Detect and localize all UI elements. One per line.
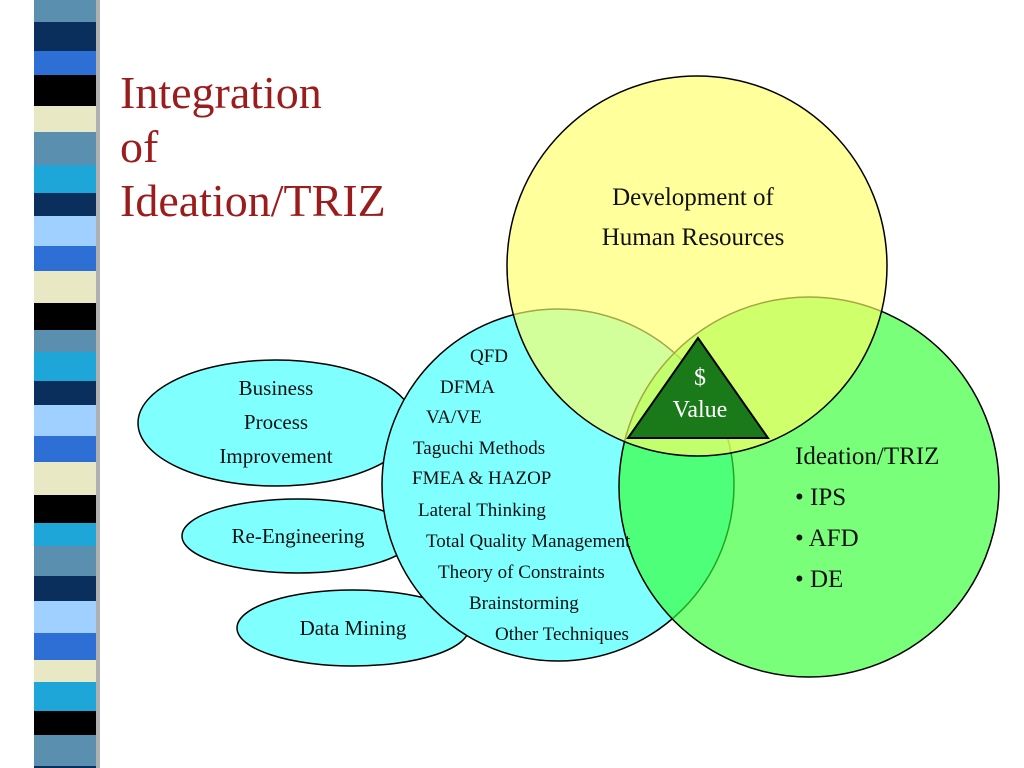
stripe-block (34, 22, 98, 51)
re-engineering-label: Re-Engineering (231, 524, 365, 548)
stripe-block (34, 660, 98, 682)
bpi-line-3: Improvement (219, 444, 333, 468)
stripe-block (34, 75, 98, 106)
bpi-line-1: Business (238, 376, 314, 400)
stripe-block (34, 495, 98, 523)
bpi-line-2: Process (243, 410, 309, 434)
stripe-block (34, 271, 98, 303)
hr-line-2: Human Resources (601, 224, 785, 251)
stripe-block (34, 381, 98, 405)
stripe-block (34, 352, 98, 381)
triz-item-ips: • IPS (795, 484, 847, 511)
value-word: Value (672, 397, 728, 423)
title-line-3: Ideation/TRIZ (120, 175, 386, 226)
technique-qfd: QFD (470, 346, 509, 367)
stripe-block (34, 523, 98, 546)
stripe-block (34, 0, 98, 22)
technique-tqm: Total Quality Management (426, 531, 631, 552)
stripe-block (34, 576, 98, 601)
stripe-block (34, 106, 98, 132)
triz-item-afd: • AFD (795, 525, 859, 552)
stripe-block (34, 682, 98, 711)
value-triangle (626, 336, 770, 439)
stripe-block (34, 330, 98, 352)
technique-toc: Theory of Constraints (438, 562, 605, 583)
stripe-block (34, 51, 98, 75)
data-mining-label: Data Mining (299, 616, 407, 640)
stripe-block (34, 193, 98, 216)
stripe-block (34, 601, 98, 633)
business-process-label: Business Process Improvement (176, 371, 376, 473)
title-line-1: Integration (120, 67, 322, 118)
stripe-block (34, 735, 98, 766)
stripe-block (34, 436, 98, 462)
stripe-block (34, 216, 98, 246)
technique-dfma: DFMA (440, 377, 495, 398)
human-resources-circle (506, 75, 888, 457)
stripe-block (34, 132, 98, 165)
title-line-2: of (120, 121, 159, 172)
decorative-stripe-bar (34, 0, 100, 768)
technique-taguchi: Taguchi Methods (413, 438, 546, 459)
stripe-block (34, 711, 98, 735)
technique-vave: VA/VE (426, 407, 482, 428)
stripe-block (34, 462, 98, 495)
stripe-block (34, 246, 98, 271)
stripe-block (34, 165, 98, 193)
stripe-block (34, 546, 98, 576)
stripe-block (34, 405, 98, 436)
stripe-block (34, 766, 98, 768)
triz-heading: Ideation/TRIZ (795, 443, 940, 470)
technique-fmea: FMEA & HAZOP (412, 468, 552, 489)
technique-brainstorming: Brainstorming (469, 593, 579, 614)
human-resources-label: Development of Human Resources (568, 178, 818, 258)
technique-lateral: Lateral Thinking (418, 500, 546, 521)
page-title: Integration of Ideation/TRIZ (120, 66, 386, 228)
stripe-block (34, 633, 98, 660)
ideation-triz-list: Ideation/TRIZ • IPS • AFD • DE (795, 436, 939, 600)
value-label: $ Value (655, 362, 745, 426)
stripe-block (34, 303, 98, 330)
value-dollar: $ (694, 365, 706, 391)
technique-other: Other Techniques (495, 624, 629, 645)
triz-item-de: • DE (795, 566, 844, 593)
hr-line-1: Development of (612, 184, 774, 211)
